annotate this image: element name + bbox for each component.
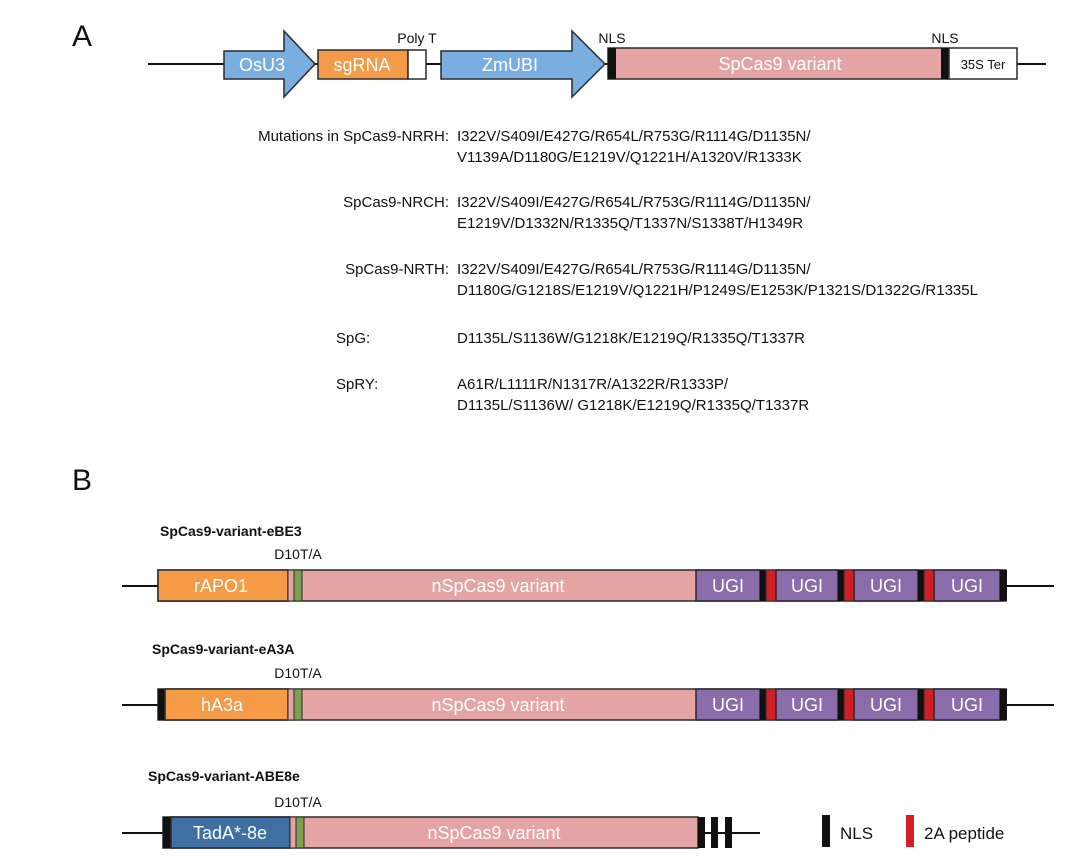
mutation-line: I322V/S409I/E427G/R654L/R753G/R1114G/D11… <box>457 194 811 211</box>
sgrna-label: sgRNA <box>333 55 390 75</box>
d10-mutation-marker <box>295 816 305 849</box>
mutation-name-nrch: SpCas9-NRCH: <box>343 194 449 211</box>
ugi-box <box>933 569 1001 602</box>
ugi-label: UGI <box>791 695 823 715</box>
ugi-box <box>853 688 919 721</box>
nls-bar <box>158 689 165 720</box>
ugi-label: UGI <box>712 576 744 596</box>
2a-peptide-bar <box>765 688 777 721</box>
mutation-name-spg: SpG: <box>336 330 370 347</box>
mutation-line: V1139A/D1180G/E1219V/Q1221H/A1320V/R1333… <box>457 149 802 166</box>
mutation-line: D1180G/G1218S/E1219V/Q1221H/P1249S/E1253… <box>457 282 978 299</box>
legend-nls-swatch <box>822 815 830 847</box>
d10-mutation-label: D10T/A <box>274 546 322 562</box>
deaminase-label: TadA*-8e <box>193 823 267 843</box>
zmubi-label: ZmUBI <box>482 55 538 75</box>
nls-right-bar <box>941 48 949 79</box>
panel-b-label: B <box>72 464 92 497</box>
nls-bar <box>838 570 844 601</box>
ugi-box <box>933 688 1001 721</box>
linker-segment <box>287 569 295 602</box>
panel-a-label: A <box>72 20 92 53</box>
35s-ter-box <box>948 47 1018 80</box>
ugi-group-ebe3: UGI UGI UGI UGI <box>695 569 1007 602</box>
nls-bar <box>1000 570 1007 601</box>
nls-bar <box>760 570 766 601</box>
ugi-label: UGI <box>712 695 744 715</box>
nls-bar <box>918 689 924 720</box>
nls-bar <box>698 817 705 848</box>
ugi-box <box>775 688 839 721</box>
legend-nls-label: NLS <box>840 824 873 843</box>
linker-segment <box>287 688 295 721</box>
d10-mutation-marker <box>293 688 303 721</box>
linker-segment <box>289 816 297 849</box>
sgrna-box <box>317 49 409 80</box>
zmubi-promoter-arrow <box>440 29 607 99</box>
mutation-line: D1135L/S1136W/ G1218K/E1219Q/R1335Q/T133… <box>457 397 809 414</box>
legend: NLS 2A peptide <box>822 815 1004 847</box>
nls-left-label: NLS <box>598 30 625 46</box>
legend-2a-label: 2A peptide <box>924 824 1004 843</box>
mutation-line: I322V/S409I/E427G/R654L/R753G/R1114G/D11… <box>457 128 811 145</box>
mutation-line: E1219V/D1332N/R1335Q/T1337N/S1338T/H1349… <box>457 215 803 232</box>
ugi-label: UGI <box>870 695 902 715</box>
2a-peptide-bar <box>843 569 855 602</box>
nls-left-bar <box>608 48 616 79</box>
mutation-name-spry: SpRY: <box>336 376 378 393</box>
osu3-promoter-arrow <box>223 29 317 99</box>
nls-bar <box>725 817 732 848</box>
ha3a-box <box>164 688 289 721</box>
nls-bar <box>918 570 924 601</box>
d10-mutation-label: D10T/A <box>274 794 322 810</box>
mutation-line: D1135L/S1136W/G1218K/E1219Q/R1335Q/T1337… <box>457 330 805 347</box>
ugi-label: UGI <box>951 576 983 596</box>
nspcas9-label: nSpCas9 variant <box>427 823 560 843</box>
35s-ter-label: 35S Ter <box>961 57 1006 72</box>
spcas9-variant-box <box>607 47 949 80</box>
mutation-line: A61R/L1111R/N1317R/A1322R/R1333P/ <box>457 376 729 393</box>
osu3-label: OsU3 <box>239 55 285 75</box>
construct-title-ea3a: SpCas9-variant-eA3A <box>152 641 294 657</box>
d10-mutation-label: D10T/A <box>274 665 322 681</box>
construct-title-ebe3: SpCas9-variant-eBE3 <box>160 523 302 539</box>
mutation-name-nrth: SpCas9-NRTH: <box>345 261 449 278</box>
nls-bar <box>711 817 718 848</box>
ugi-label: UGI <box>951 695 983 715</box>
nspcas9-label: nSpCas9 variant <box>431 576 564 596</box>
construct-title-abe8e: SpCas9-variant-ABE8e <box>148 768 300 784</box>
ugi-box <box>853 569 919 602</box>
poly-t-label: Poly T <box>397 30 437 46</box>
2a-peptide-bar <box>923 569 935 602</box>
2a-peptide-bar <box>923 688 935 721</box>
nls-bar <box>760 689 766 720</box>
nls-bar <box>1000 689 1007 720</box>
spcas9-variant-label: SpCas9 variant <box>718 54 841 74</box>
nls-bar <box>838 689 844 720</box>
poly-t-box <box>407 49 427 80</box>
d10-mutation-marker <box>293 569 303 602</box>
deaminase-label: rAPO1 <box>194 576 248 596</box>
nspcas9-label: nSpCas9 variant <box>431 695 564 715</box>
ugi-group-ea3a: UGI UGI UGI UGI <box>695 688 1007 721</box>
legend-2a-swatch <box>906 815 914 847</box>
nls-bar <box>163 817 171 848</box>
nls-right-label: NLS <box>931 30 958 46</box>
ugi-label: UGI <box>870 576 902 596</box>
2a-peptide-bar <box>843 688 855 721</box>
mutation-line: I322V/S409I/E427G/R654L/R753G/R1114G/D11… <box>457 261 811 278</box>
deaminase-label: hA3a <box>201 695 244 715</box>
mutation-name-nrrh: Mutations in SpCas9-NRRH: <box>258 128 449 145</box>
2a-peptide-bar <box>765 569 777 602</box>
ugi-label: UGI <box>791 576 823 596</box>
tada-8e-box <box>170 816 291 849</box>
